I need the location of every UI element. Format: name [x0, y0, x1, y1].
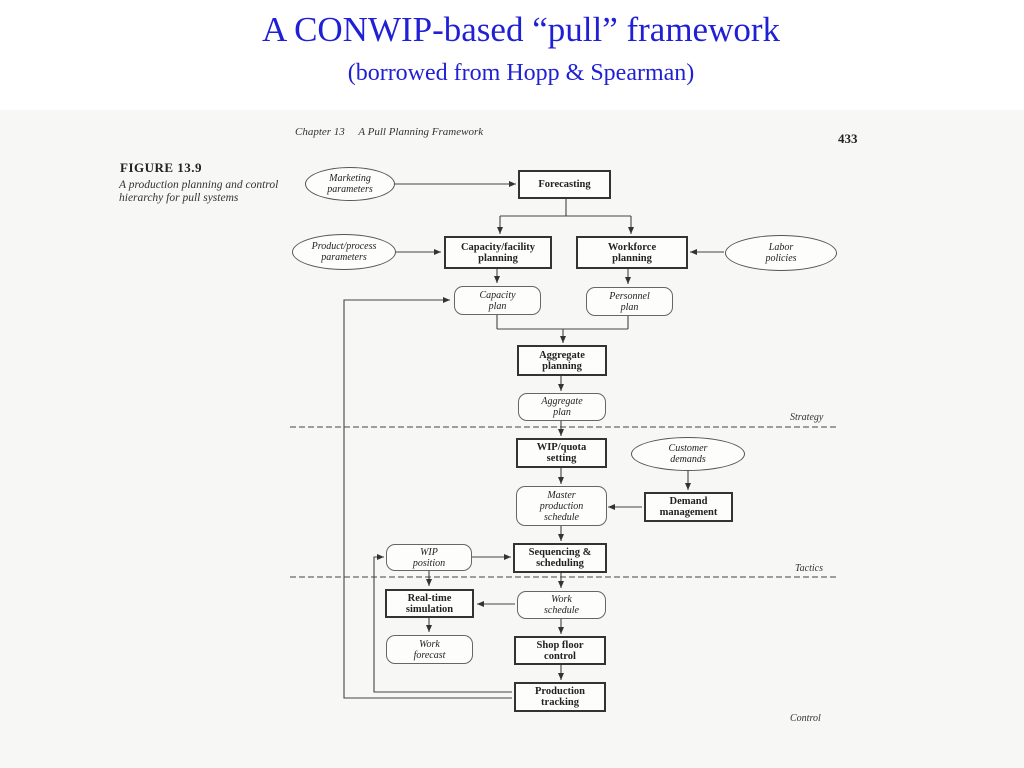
figure-caption: A production planning and control hierar…	[119, 179, 279, 204]
node-work-forecast: Work forecast	[386, 635, 473, 664]
node-sequencing-scheduling: Sequencing & scheduling	[513, 543, 607, 573]
node-real-time-simulation: Real-time simulation	[385, 589, 474, 618]
node-labor-policies: Labor policies	[725, 235, 837, 271]
node-workforce-planning: Workforce planning	[576, 236, 688, 269]
node-shop-floor-control: Shop floor control	[514, 636, 606, 665]
book-page-scan	[0, 110, 1024, 768]
node-aggregate-plan: Aggregate plan	[518, 393, 606, 421]
node-work-schedule: Work schedule	[517, 591, 606, 619]
node-aggregate-planning: Aggregate planning	[517, 345, 607, 376]
node-forecasting: Forecasting	[518, 170, 611, 199]
level-label-control: Control	[790, 713, 821, 724]
node-product-process-parameters: Product/process parameters	[292, 234, 396, 270]
level-label-strategy: Strategy	[790, 412, 824, 423]
node-wip-position: WIP position	[386, 544, 472, 571]
level-label-tactics: Tactics	[795, 563, 823, 574]
node-capacity-facility-planning: Capacity/facility planning	[444, 236, 552, 269]
slide-title: A CONWIP-based “pull” framework	[261, 10, 781, 49]
running-head: Chapter 13 A Pull Planning Framework	[295, 126, 484, 138]
node-master-production-schedule: Master production schedule	[516, 486, 607, 526]
figure-label: FIGURE 13.9	[120, 160, 203, 175]
node-demand-management: Demand management	[644, 492, 733, 522]
node-customer-demands: Customer demands	[631, 437, 745, 471]
node-wip-quota-setting: WIP/quota setting	[516, 438, 607, 468]
page-number: 433	[838, 131, 858, 146]
node-marketing-parameters: Marketing parameters	[305, 167, 395, 201]
node-capacity-plan: Capacity plan	[454, 286, 541, 315]
node-personnel-plan: Personnel plan	[586, 287, 673, 316]
node-production-tracking: Production tracking	[514, 682, 606, 712]
slide-subtitle: (borrowed from Hopp & Spearman)	[347, 60, 695, 86]
